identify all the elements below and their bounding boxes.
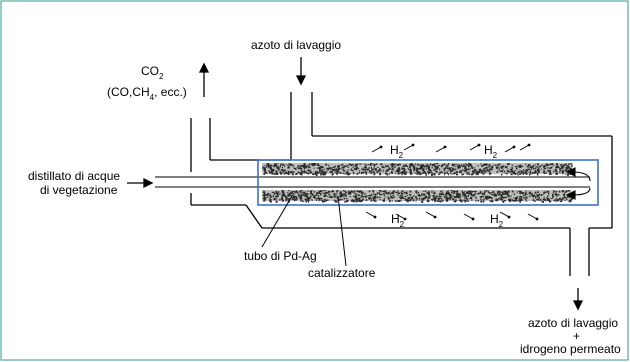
permeate-arrow [403,144,414,151]
membrane-tube-label: tubo di Pd-Ag [244,249,317,263]
permeate-arrow [425,211,436,218]
permeate-arrow-tip [535,217,539,221]
permeate-arrow-tip [373,215,377,219]
feed-tube [155,176,590,188]
flow-arrows [127,57,584,311]
permeate-arrow-tip [403,217,407,221]
h2-label: H2 [490,212,504,229]
permeate-arrow [395,213,406,220]
permeate-arrow [519,144,530,151]
permeate-arrow-tip [512,145,516,149]
permeate-arrow-tip [477,143,481,147]
leader-lines [261,195,347,267]
permeate-arrow-tip [527,143,531,147]
azoto-inlet-label: azoto di lavaggio [251,38,341,52]
co2-label: CO2 [141,64,164,81]
h2-label: H2 [391,212,405,229]
arrow-right-icon [143,177,154,189]
permeate-arrow [365,211,376,218]
permeate-arrow-tip [443,145,447,149]
azoto-outlet-label: azoto di lavaggio [528,316,618,330]
permeate-arrow [527,213,538,220]
reactor-shell [190,92,613,276]
feed-label-line2: di vegetazione [40,183,118,197]
plus-label: + [573,329,580,343]
catalyst-band-upper [262,163,573,177]
permeate-arrow [435,146,446,153]
permeate-arrow-tip [471,217,475,221]
h2-permeate-arrows [365,143,539,221]
permeate-arrow [504,146,515,153]
permeate-arrow-tip [411,143,415,147]
arrow-down-icon [572,300,584,311]
permeate-arrow-tip [379,145,383,149]
permeate-arrow [371,146,382,153]
h2-label: H2 [484,143,498,160]
catalyst-label: catalizzatore [308,266,376,280]
arrow-up-icon [198,62,210,73]
permeate-arrow [469,144,480,151]
membrane-box [257,159,599,206]
feed-label-line1: distillato di acque [28,169,120,183]
catalyst-band-lower [262,190,573,203]
permeate-arrow-tip [433,215,437,219]
return-flow-arrows [565,167,591,200]
permeate-arrow-tip [507,215,511,219]
arrow-down-icon [295,75,307,86]
co2-composition-label: (CO,CH4, ecc.) [107,85,187,102]
h2-label: H2 [390,143,404,160]
idrogeno-label: idrogeno permeato [520,342,621,356]
permeate-arrow [463,213,474,220]
permeate-arrow [499,211,510,218]
